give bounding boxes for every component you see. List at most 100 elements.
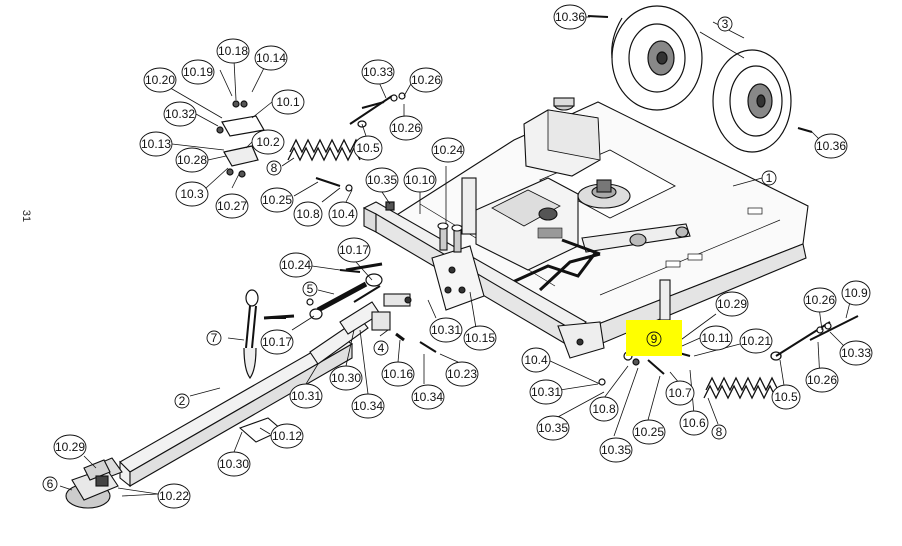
svg-text:10.14: 10.14: [256, 51, 286, 65]
callout-10-1: 10.1: [271, 89, 305, 115]
svg-text:10.30: 10.30: [331, 371, 361, 385]
svg-text:10.7: 10.7: [668, 386, 692, 400]
callout-10-3: 10.3: [175, 181, 209, 207]
callout-10-17-b: 10.17: [260, 329, 294, 355]
svg-text:3: 3: [722, 17, 729, 31]
svg-text:10.8: 10.8: [592, 402, 616, 416]
callout-9-highlighted: 9: [646, 331, 662, 347]
wheel-rear: [611, 5, 703, 111]
callout-6: 6: [42, 476, 58, 492]
callout-10-29-left: 10.29: [53, 434, 87, 460]
svg-text:10.31: 10.31: [531, 385, 561, 399]
callout-10-31-c: 10.31: [529, 379, 563, 405]
svg-text:10.5: 10.5: [774, 390, 798, 404]
svg-text:10.15: 10.15: [465, 331, 495, 345]
svg-text:8: 8: [716, 425, 723, 439]
svg-text:10.29: 10.29: [55, 440, 85, 454]
callout-10-35-top: 10.35: [365, 167, 399, 193]
callout-1: 1: [761, 170, 777, 186]
callout-7: 7: [206, 330, 222, 346]
svg-text:5: 5: [307, 282, 314, 296]
callout-10-35-b: 10.35: [536, 415, 570, 441]
svg-text:10.9: 10.9: [844, 286, 868, 300]
callout-10-9: 10.9: [841, 280, 871, 306]
callout-10-5-top: 10.5: [353, 135, 383, 161]
svg-text:10.26: 10.26: [411, 73, 441, 87]
callout-4: 4: [373, 340, 389, 356]
callout-2: 2: [174, 393, 190, 409]
callout-10-11: 10.11: [699, 325, 733, 351]
callout-8-top: 8: [266, 160, 282, 176]
svg-text:10.4: 10.4: [331, 207, 355, 221]
svg-text:10.35: 10.35: [367, 173, 397, 187]
svg-text:6: 6: [47, 477, 54, 491]
callout-10-16: 10.16: [381, 361, 415, 387]
svg-text:10.24: 10.24: [433, 143, 463, 157]
svg-text:10.12: 10.12: [272, 429, 302, 443]
svg-text:10.31: 10.31: [431, 323, 461, 337]
callout-10-2: 10.2: [251, 129, 285, 155]
callout-10-10: 10.10: [403, 167, 437, 193]
callout-10-36-top: 10.36: [553, 4, 587, 30]
callout-10-33-top: 10.33: [361, 59, 395, 85]
callout-10-32: 10.32: [163, 101, 197, 127]
callout-10-5-right: 10.5: [771, 384, 801, 410]
callout-10-17-a: 10.17: [337, 237, 371, 263]
svg-text:10.35: 10.35: [601, 443, 631, 457]
svg-text:10.36: 10.36: [816, 139, 846, 153]
svg-text:1: 1: [766, 171, 773, 185]
svg-text:10.10: 10.10: [405, 173, 435, 187]
svg-text:10.20: 10.20: [145, 73, 175, 87]
drawbar: [87, 293, 412, 488]
callout-10-33-right: 10.33: [839, 340, 873, 366]
callout-10-14: 10.14: [254, 45, 288, 71]
svg-text:10.29: 10.29: [717, 297, 747, 311]
svg-text:10.11: 10.11: [701, 331, 730, 345]
svg-text:10.28: 10.28: [177, 153, 207, 167]
svg-text:10.25: 10.25: [634, 425, 664, 439]
callout-3: 3: [717, 16, 733, 32]
callout-10-28: 10.28: [175, 147, 209, 173]
callout-10-25-left: 10.25: [260, 187, 294, 213]
callout-10-26-d: 10.26: [805, 367, 839, 393]
callout-10-24-b: 10.24: [279, 252, 313, 278]
callout-10-36-right: 10.36: [814, 133, 848, 159]
callout-10-26-c: 10.26: [803, 287, 837, 313]
svg-text:10.34: 10.34: [413, 390, 443, 404]
svg-text:10.35: 10.35: [538, 421, 568, 435]
callout-10-27: 10.27: [215, 193, 249, 219]
svg-text:10.13: 10.13: [141, 137, 171, 151]
svg-text:10.26: 10.26: [807, 373, 837, 387]
callout-10-19: 10.19: [181, 59, 215, 85]
svg-text:10.17: 10.17: [262, 335, 292, 349]
callout-10-12: 10.12: [270, 423, 304, 449]
svg-text:4: 4: [378, 341, 385, 355]
callout-10-7: 10.7: [665, 380, 695, 406]
svg-text:10.17: 10.17: [339, 243, 369, 257]
svg-text:10.30: 10.30: [219, 457, 249, 471]
callout-10-8-right: 10.8: [589, 396, 619, 422]
svg-text:10.26: 10.26: [391, 121, 421, 135]
callout-10-4-left: 10.4: [328, 201, 358, 227]
svg-text:10.8: 10.8: [296, 207, 320, 221]
jack-stand: [243, 289, 259, 380]
hardware-small: [216, 92, 859, 386]
svg-text:10.33: 10.33: [841, 346, 871, 360]
callout-10-18: 10.18: [216, 38, 250, 64]
svg-text:10.27: 10.27: [217, 199, 247, 213]
callout-8-bottom: 8: [711, 424, 727, 440]
svg-text:10.33: 10.33: [363, 65, 393, 79]
spring-upper: [287, 95, 393, 162]
svg-text:10.34: 10.34: [353, 399, 383, 413]
svg-text:7: 7: [211, 331, 218, 345]
svg-text:10.23: 10.23: [447, 367, 477, 381]
callout-10-22: 10.22: [157, 483, 191, 509]
callout-10-29-right: 10.29: [715, 291, 749, 317]
callout-10-13: 10.13: [139, 131, 173, 157]
svg-text:10.24: 10.24: [281, 258, 311, 272]
svg-text:10.18: 10.18: [218, 44, 248, 58]
callout-10-31-a: 10.31: [429, 317, 463, 343]
callout-10-26-a: 10.26: [409, 67, 443, 93]
svg-text:2: 2: [179, 394, 186, 408]
